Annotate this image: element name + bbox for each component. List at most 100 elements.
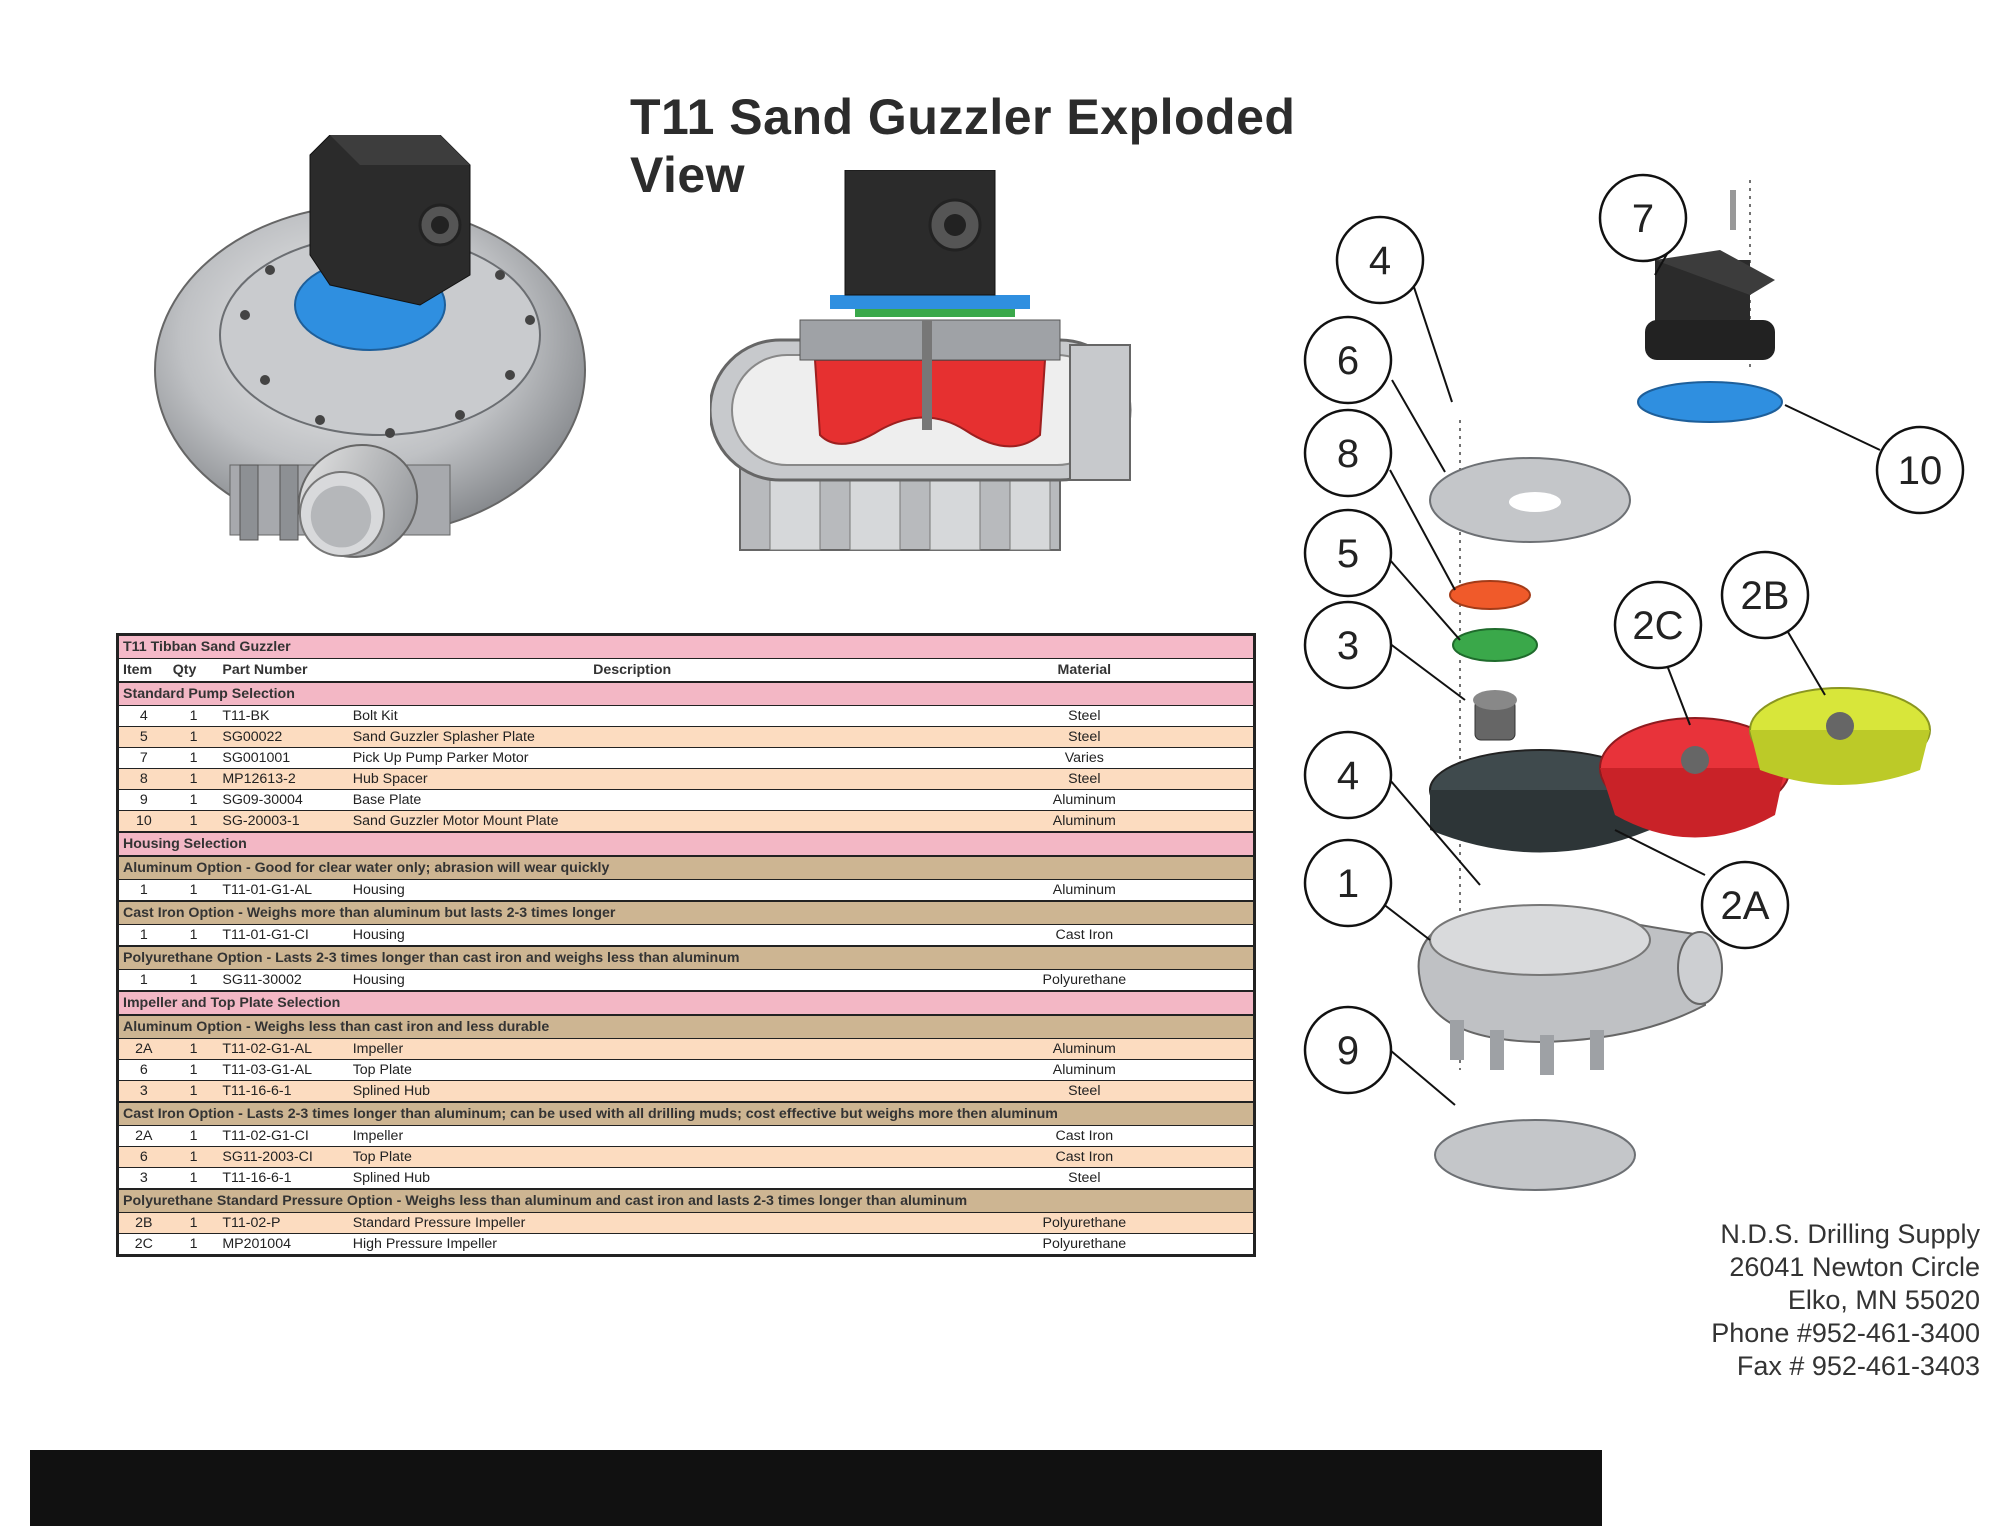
cell-material: Polyurethane [915,969,1255,991]
cell-item: 9 [117,789,169,811]
cell-description: Top Plate [348,1146,916,1168]
cell-item: 4 [117,705,169,727]
cell-qty: 1 [168,969,219,991]
table-option-row: Cast Iron Option - Lasts 2-3 times longe… [117,1101,1255,1126]
callout-2b: 2B [1741,574,1790,618]
cell-item: 5 [117,726,169,748]
cell-item: 1 [117,924,169,946]
cell-description: Impeller [348,1125,916,1147]
cell-qty: 1 [168,789,219,811]
part-1-housing [1417,904,1723,1075]
cell-item: 1 [117,969,169,991]
callout-2a: 2A [1721,884,1770,928]
cell-material: Aluminum [915,879,1255,901]
header-part-number: Part Number [218,658,349,682]
part-2c-impeller [1599,717,1791,838]
cell-item: 2A [117,1125,169,1147]
cell-part-number: SG11-30002 [218,969,349,991]
option-label: Polyurethane Option - Lasts 2-3 times lo… [117,945,1255,970]
table-option-row: Aluminum Option - Weighs less than cast … [117,1014,1255,1039]
supplier-city: Elko, MN 55020 [1787,1285,1980,1315]
cell-item: 2A [117,1038,169,1060]
callout-6: 6 [1337,339,1359,383]
supplier-street: 26041 Newton Circle [1729,1252,1980,1282]
cell-item: 3 [117,1080,169,1102]
cell-description: High Pressure Impeller [348,1233,916,1256]
cell-part-number: SG09-30004 [218,789,349,811]
cell-qty: 1 [168,810,219,832]
cell-part-number: T11-02-G1-AL [218,1038,349,1060]
part-8-hub-spacer [1449,580,1531,610]
cell-part-number: T11-01-G1-AL [218,879,349,901]
cell-description: Pick Up Pump Parker Motor [348,747,916,769]
cell-part-number: T11-02-P [218,1212,349,1234]
cell-description: Standard Pressure Impeller [348,1212,916,1234]
cell-part-number: MP201004 [218,1233,349,1256]
cell-item: 6 [117,1059,169,1081]
cell-qty: 1 [168,1146,219,1168]
part-5-splasher-plate [1452,628,1538,662]
callout-8: 8 [1337,432,1359,476]
cell-material: Aluminum [915,1059,1255,1081]
cell-qty: 1 [168,1059,219,1081]
assembled-pump-illustration [154,135,586,558]
table-option-row: Cast Iron Option - Weighs more than alum… [117,900,1255,925]
cell-part-number: MP12613-2 [218,768,349,790]
cell-description: Base Plate [348,789,916,811]
cell-part-number: T11-01-G1-CI [218,924,349,946]
cell-qty: 1 [168,726,219,748]
cell-part-number: SG001001 [218,747,349,769]
cell-material: Aluminum [915,1038,1255,1060]
option-label: Polyurethane Standard Pressure Option - … [117,1188,1255,1213]
callout-7: 7 [1632,197,1654,241]
cell-qty: 1 [168,1212,219,1234]
cell-material: Steel [915,1080,1255,1102]
header-item: Item [117,658,169,682]
header-qty: Qty [168,658,219,682]
cell-item: 2C [117,1233,169,1256]
cell-qty: 1 [168,705,219,727]
supplier-name: N.D.S. Drilling Supply [1720,1219,1980,1249]
table-section-row: Housing Selection [117,831,1255,856]
cell-description: Sand Guzzler Splasher Plate [348,726,916,748]
cell-qty: 1 [168,924,219,946]
cell-qty: 1 [168,879,219,901]
cell-part-number: SG00022 [218,726,349,748]
cell-material: Polyurethane [915,1212,1255,1234]
header-description: Description [348,658,916,682]
cell-qty: 1 [168,1080,219,1102]
footer-bar [30,1450,1602,1526]
cell-qty: 1 [168,747,219,769]
cell-material: Aluminum [915,810,1255,832]
callout-4-top: 4 [1369,239,1391,283]
table-title-row: T11 Tibban Sand Guzzler [117,634,1255,659]
callout-9: 9 [1337,1029,1359,1073]
cell-material: Steel [915,1167,1255,1189]
cell-material: Steel [915,726,1255,748]
parts-table: T11 Tibban Sand Guzzler Item Qty Part Nu… [116,633,1256,1257]
supplier-fax: Fax # 952-461-3403 [1736,1351,1980,1381]
part-10-mount-plate [1637,381,1783,423]
cell-description: Sand Guzzler Motor Mount Plate [348,810,916,832]
part-2b-impeller [1749,687,1931,785]
table-section-row: Standard Pump Selection [117,681,1255,706]
supplier-address: N.D.S. Drilling Supply 26041 Newton Circ… [1600,1218,1980,1383]
cell-part-number: SG-20003-1 [218,810,349,832]
cell-item: 3 [117,1167,169,1189]
option-label: Cast Iron Option - Lasts 2-3 times longe… [117,1101,1255,1126]
cell-description: Housing [348,879,916,901]
cell-material: Cast Iron [915,1146,1255,1168]
cell-qty: 1 [168,1038,219,1060]
section-label: Impeller and Top Plate Selection [117,990,1255,1015]
section-label: Housing Selection [117,831,1255,856]
